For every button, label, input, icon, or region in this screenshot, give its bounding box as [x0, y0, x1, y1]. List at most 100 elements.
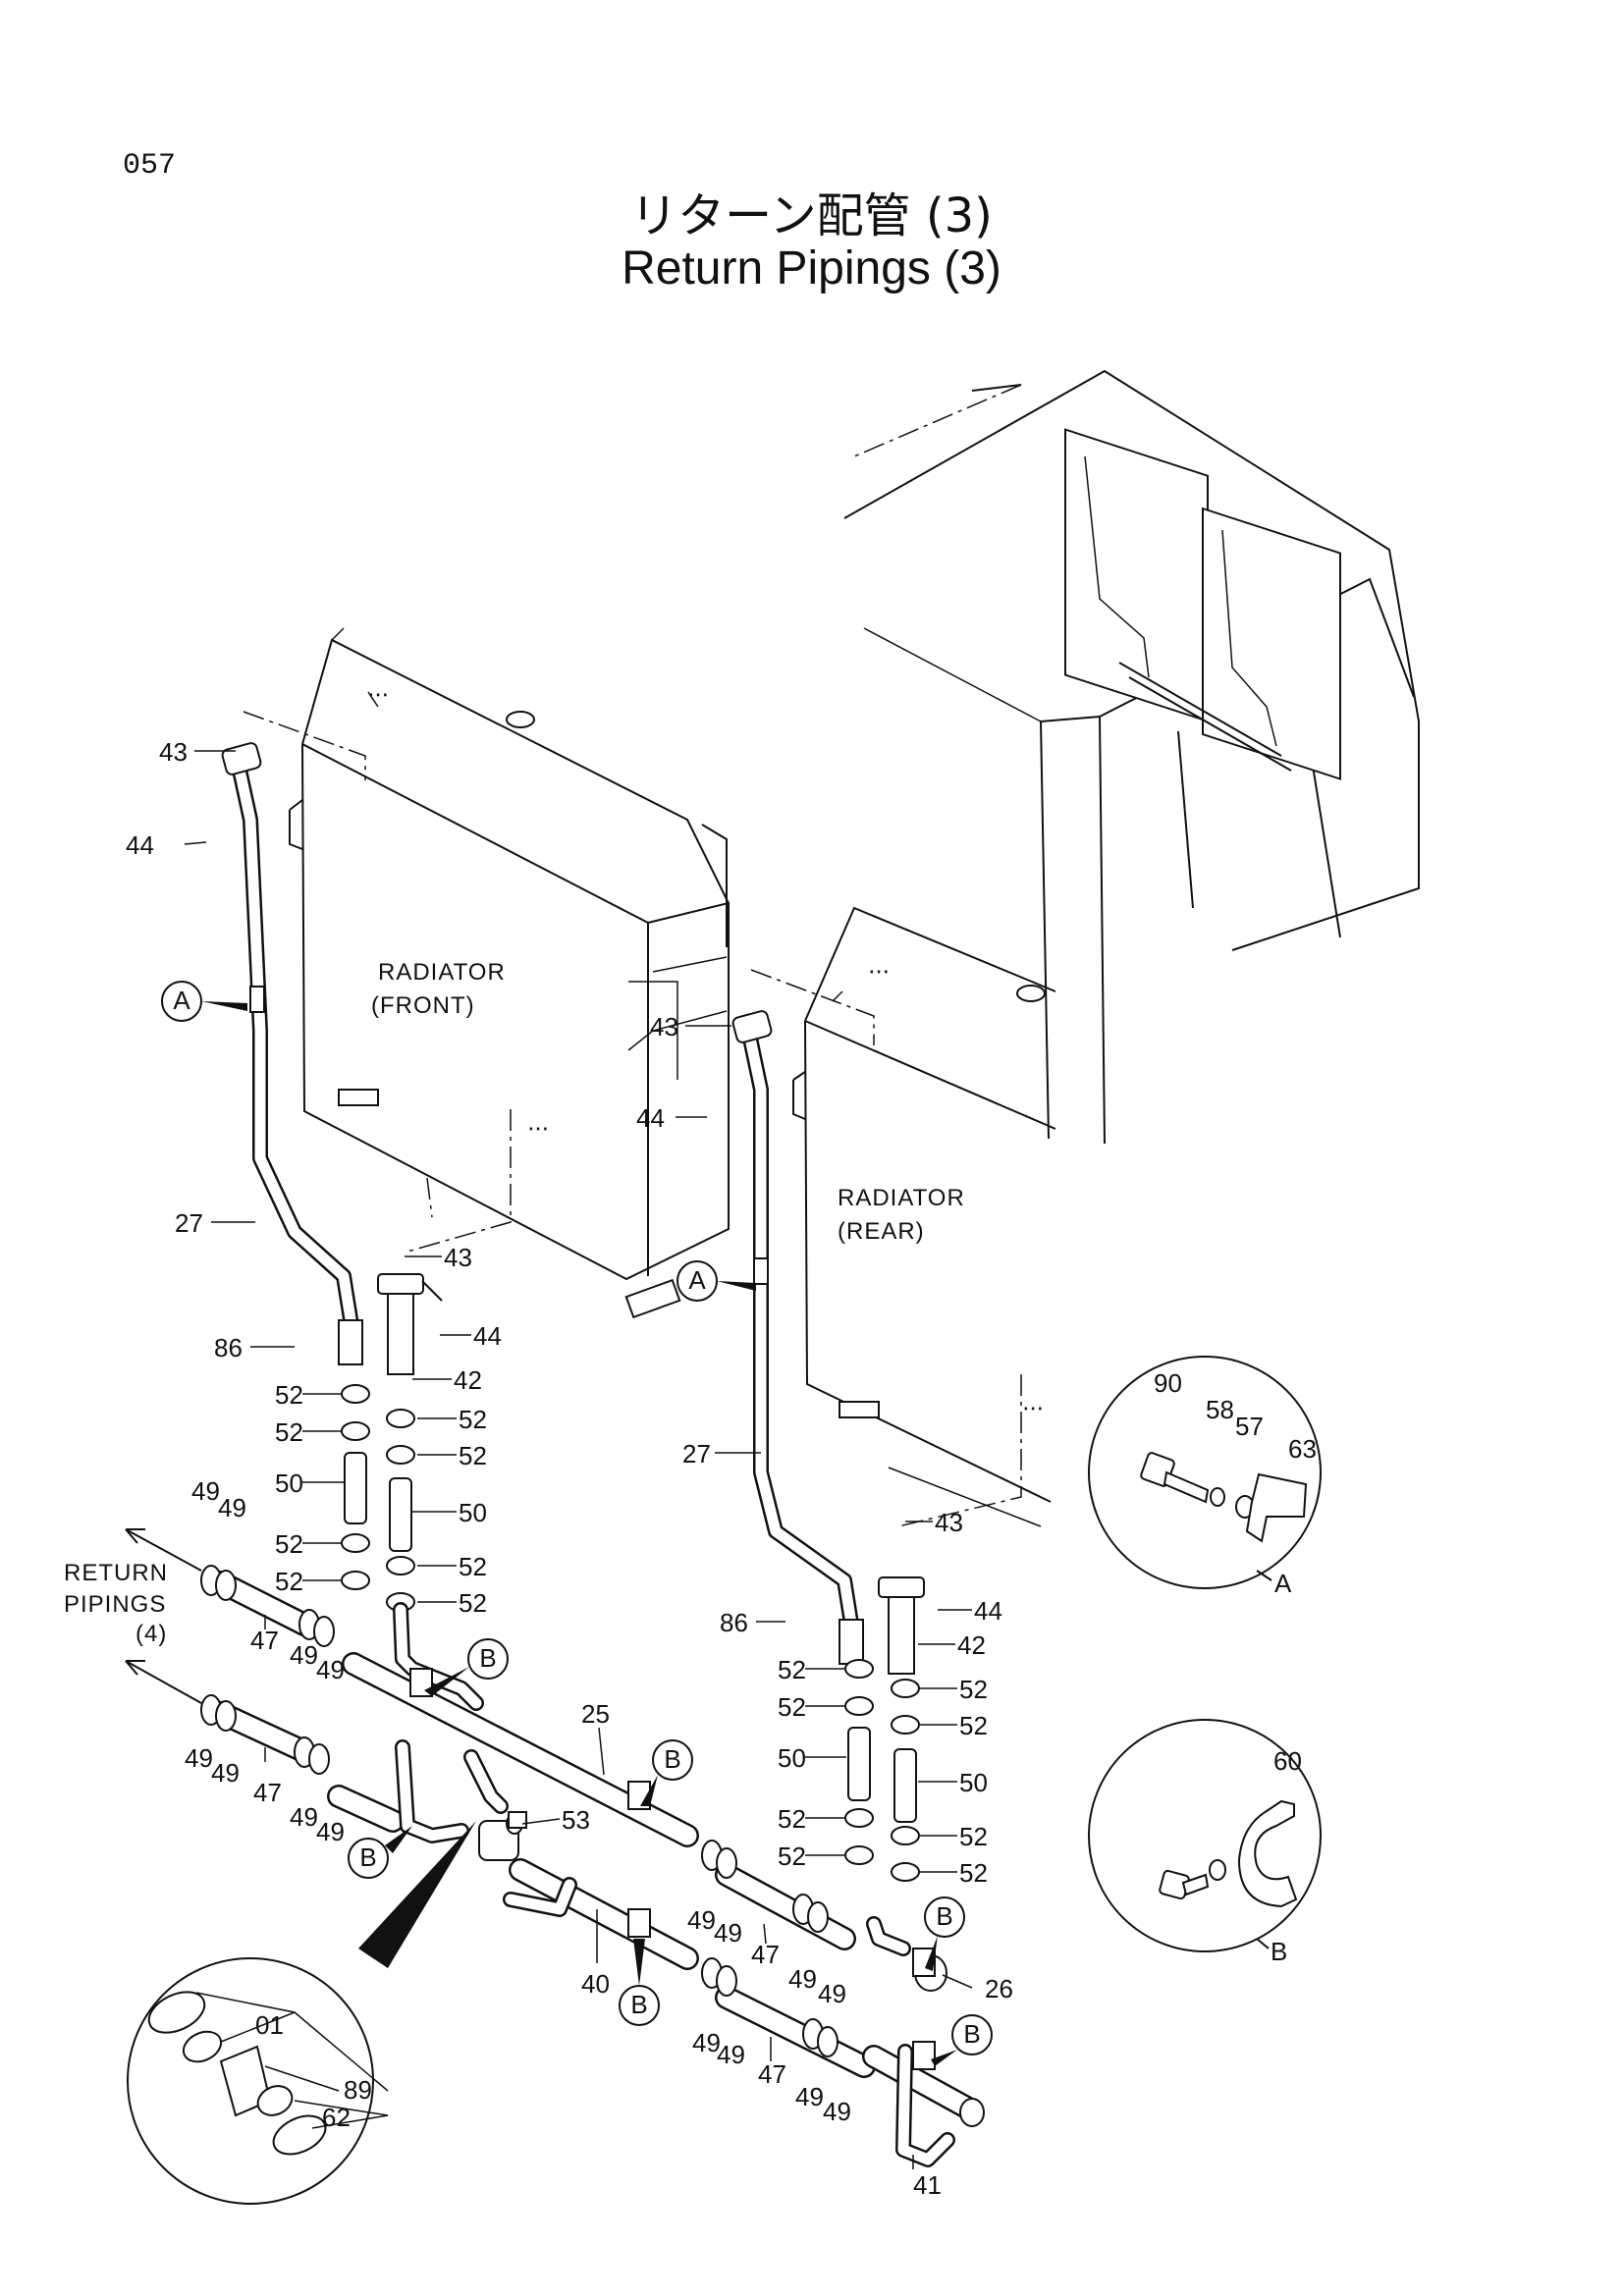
part-label: 44 — [974, 1596, 1002, 1626]
part-label: 49 — [795, 2082, 824, 2111]
part-label: 49 — [191, 1476, 220, 1506]
part-label: 49 — [714, 1918, 742, 1948]
radiator-rear-label-line1: RADIATOR — [838, 1185, 965, 1211]
part-label: 42 — [454, 1365, 482, 1395]
svg-text:A: A — [688, 1265, 706, 1295]
title-english: Return Pipings (3) — [622, 242, 1001, 294]
part-label: 50 — [778, 1743, 806, 1773]
part-label: 44 — [126, 830, 154, 860]
callout-b-1: B — [424, 1638, 509, 1696]
part-label: 49 — [290, 1640, 318, 1670]
part-label: 58 — [1206, 1395, 1234, 1424]
part-label: 49 — [687, 1905, 716, 1935]
part-label: 49 — [185, 1743, 213, 1773]
part-label: 43 — [159, 737, 188, 767]
hose-stack-front — [341, 1384, 415, 1612]
svg-text:B: B — [630, 1990, 647, 2019]
svg-text:B: B — [963, 2019, 980, 2049]
svg-text:∙∙∙: ∙∙∙ — [1022, 1392, 1044, 1421]
callout-a-rear: A — [676, 1260, 756, 1302]
part-label: 53 — [562, 1805, 590, 1835]
part-label: 43 — [444, 1243, 472, 1272]
part-label: 86 — [214, 1333, 243, 1362]
svg-text:A: A — [173, 986, 190, 1015]
part-label: 52 — [275, 1567, 303, 1596]
part-label: 52 — [459, 1405, 487, 1434]
part-label: 49 — [316, 1817, 345, 1846]
part-label: 86 — [720, 1608, 748, 1637]
pipe-27-front — [221, 742, 443, 1375]
machine-body — [843, 369, 1420, 1145]
part-label: 40 — [581, 1969, 610, 1999]
svg-text:∙∙∙: ∙∙∙ — [868, 955, 890, 985]
part-label: 60 — [1273, 1746, 1302, 1776]
part-label: 50 — [459, 1498, 487, 1527]
return-pipes — [125, 1528, 985, 2167]
part-label: 57 — [1235, 1412, 1264, 1441]
radiator-rear: ∙∙∙ ∙∙∙ RADIATOR (REAR) — [750, 906, 1056, 1527]
part-label: 63 — [1288, 1434, 1317, 1464]
callout-b-2: B — [640, 1739, 693, 1806]
detail-b: B — [1088, 1719, 1322, 1966]
title-japanese: リターン配管 (3) — [630, 188, 993, 243]
radiator-rear-label-line2: (REAR) — [838, 1218, 925, 1245]
part-label: 52 — [778, 1655, 806, 1684]
radiator-front: ∙∙∙ ∙∙∙ RADIATOR (FRONT) — [243, 627, 730, 1319]
svg-text:B: B — [359, 1842, 376, 1872]
radiator-front-label-line2: (FRONT) — [371, 992, 475, 1019]
part-label: 52 — [959, 1675, 988, 1704]
svg-text:∙∙∙: ∙∙∙ — [527, 1112, 549, 1142]
part-label: 52 — [275, 1380, 303, 1410]
part-label: 27 — [175, 1208, 203, 1238]
part-label: 52 — [959, 1858, 988, 1888]
part-label: 52 — [778, 1842, 806, 1871]
part-label: 25 — [581, 1699, 610, 1729]
detail-a: A — [1088, 1356, 1322, 1598]
zoom-label-01: 89 — [344, 2075, 372, 2105]
part-label: 44 — [473, 1321, 502, 1351]
part-label: 50 — [275, 1468, 303, 1498]
part-label: 49 — [211, 1758, 240, 1788]
part-label: 42 — [957, 1630, 986, 1660]
return-note-line3: (4) — [135, 1621, 167, 1647]
part-label: 49 — [818, 1979, 846, 2008]
callout-a-front: A — [161, 981, 247, 1022]
part-label: 49 — [788, 1964, 817, 1994]
callout-b-6: B — [931, 2014, 993, 2066]
part-label: 26 — [985, 1974, 1013, 2003]
part-label: 49 — [717, 2040, 745, 2069]
part-label: 43 — [650, 1012, 678, 1041]
part-label: 41 — [913, 2170, 942, 2200]
part-label: 49 — [316, 1655, 345, 1684]
zoom-label-a1: 01 — [255, 2010, 284, 2040]
part-label: 90 — [1154, 1368, 1182, 1398]
callout-b-4: B — [619, 1939, 660, 2026]
part-label: 49 — [290, 1802, 318, 1832]
part-label: 52 — [459, 1441, 487, 1470]
part-label: 52 — [778, 1804, 806, 1834]
part-label: 47 — [758, 2059, 786, 2089]
pipe-27-rear — [731, 1010, 925, 1675]
svg-text:B: B — [936, 1901, 952, 1931]
radiator-front-label-line1: RADIATOR — [378, 959, 506, 986]
part-label: 52 — [459, 1552, 487, 1581]
part-label: 52 — [459, 1588, 487, 1618]
part-label: 50 — [959, 1768, 988, 1797]
part-label: 44 — [636, 1103, 665, 1133]
detail-a-label: A — [1274, 1569, 1292, 1598]
hose-stack-rear — [844, 1659, 920, 1882]
part-label: 27 — [682, 1439, 711, 1468]
part-label: 52 — [959, 1822, 988, 1851]
part-label: 52 — [959, 1711, 988, 1740]
part-label: 49 — [823, 2097, 851, 2126]
callout-b-5: B — [924, 1896, 965, 1971]
leader-lines — [184, 750, 973, 2169]
part-label: 47 — [250, 1626, 279, 1655]
svg-text:B: B — [479, 1643, 496, 1673]
part-label: 47 — [253, 1778, 282, 1807]
svg-text:B: B — [664, 1744, 680, 1774]
part-label: 52 — [275, 1417, 303, 1447]
part-number-labels: 43 44 27 86 52 52 50 52 52 43 44 42 52 5… — [126, 737, 1317, 2200]
part-label: 47 — [751, 1940, 780, 1969]
